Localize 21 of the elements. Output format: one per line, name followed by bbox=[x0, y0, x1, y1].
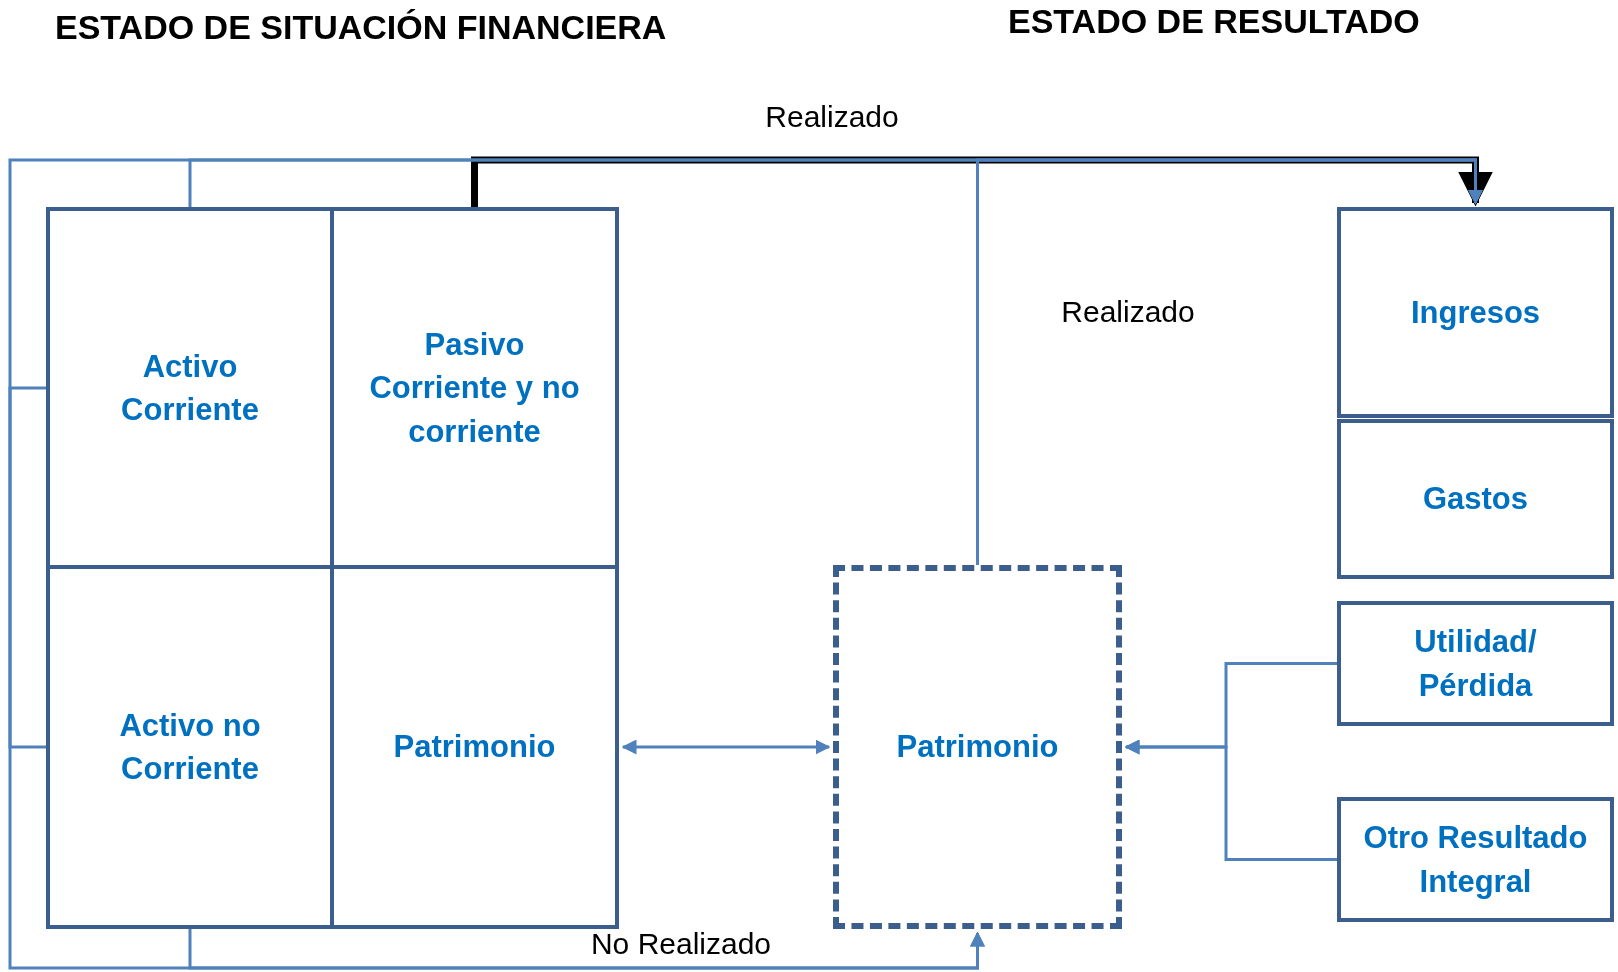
arrow bbox=[976, 158, 1483, 565]
dashed-box bbox=[833, 565, 1122, 929]
account-box bbox=[1337, 601, 1614, 726]
node-label: Otro Resultado Integral bbox=[1362, 819, 1589, 901]
arrow bbox=[1124, 739, 1337, 861]
arrow bbox=[471, 156, 1493, 207]
node-label: Patrimonio bbox=[896, 728, 1059, 767]
node-label: Activo no Corriente bbox=[118, 706, 262, 788]
node-label: Activo Corriente bbox=[120, 347, 260, 429]
node-label: Pasivo Corriente y no corriente bbox=[368, 325, 581, 451]
account-box bbox=[1337, 207, 1614, 418]
node-label: Utilidad/ Pérdida bbox=[1413, 623, 1538, 705]
arrow bbox=[8, 386, 985, 970]
account-box bbox=[1337, 797, 1614, 922]
arrow bbox=[621, 739, 831, 755]
title: ESTADO DE SITUACIÓN FINANCIERA bbox=[55, 8, 667, 47]
account-box bbox=[1337, 419, 1614, 579]
node-label: Ingresos bbox=[1410, 293, 1541, 332]
heading: ESTADO DE RESULTADO bbox=[1008, 2, 1420, 41]
node-label: Patrimonio bbox=[393, 728, 556, 767]
node-label: Gastos bbox=[1422, 480, 1529, 519]
